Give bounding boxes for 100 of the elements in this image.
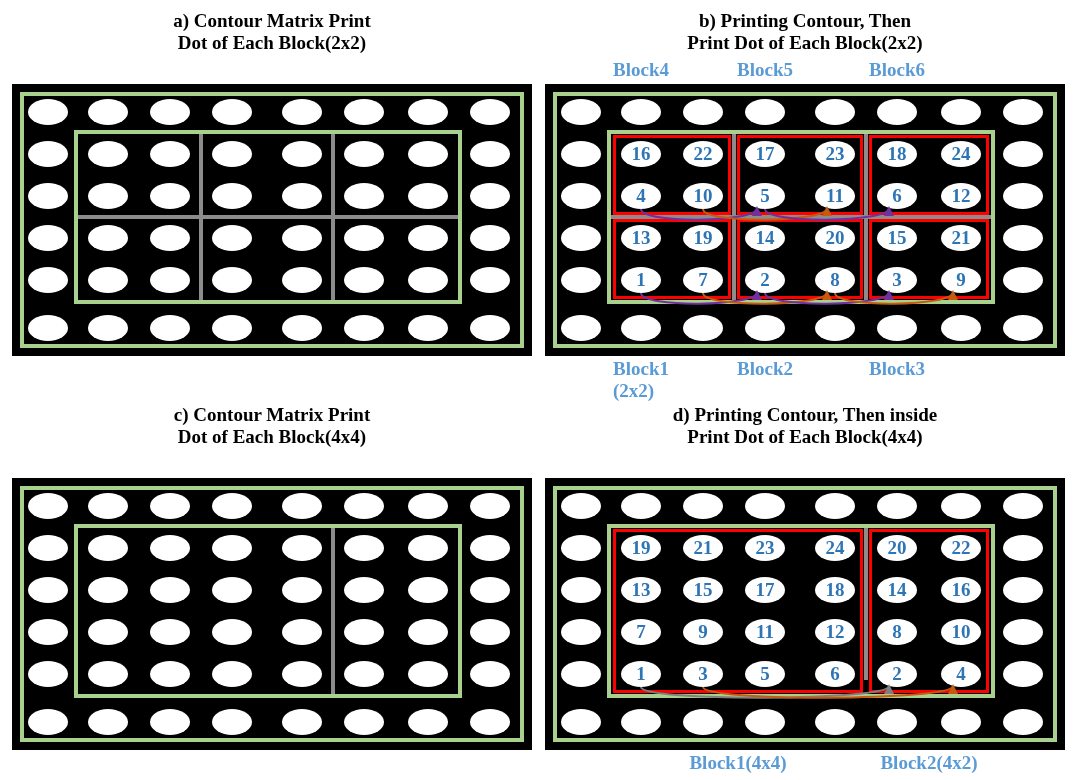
dot-number: 23 — [825, 144, 845, 164]
dot-circle — [28, 535, 68, 561]
dot-number: 13 — [631, 228, 651, 248]
dot-circle — [88, 577, 128, 603]
contour-frame — [74, 524, 462, 698]
dot-circle — [815, 493, 855, 519]
dot-circle — [815, 99, 855, 125]
dot-circle — [212, 709, 252, 735]
numbered-dot — [683, 225, 723, 251]
numbered-dot — [745, 141, 785, 167]
dot-number: 4 — [636, 186, 646, 206]
block-outline — [869, 135, 989, 215]
dot-circle — [408, 141, 448, 167]
dot-number: 20 — [825, 228, 845, 248]
dot-circle — [683, 315, 723, 341]
dot-circle — [621, 315, 661, 341]
dot-circle — [88, 315, 128, 341]
dot-circle — [150, 577, 190, 603]
numbered-dot — [815, 577, 855, 603]
dot-circle — [282, 535, 322, 561]
block-label: Block6 — [869, 59, 926, 81]
numbered-dot — [941, 225, 981, 251]
dot-circle — [28, 99, 68, 125]
contour-frame — [74, 130, 462, 304]
dot-circle — [344, 315, 384, 341]
dot-circle — [1003, 141, 1043, 167]
dot-circle — [344, 619, 384, 645]
dot-circle — [212, 183, 252, 209]
dot-circle — [88, 99, 128, 125]
numbered-dot — [941, 267, 981, 293]
dot-number: 11 — [756, 622, 774, 642]
dot-circle — [621, 709, 661, 735]
dot-circle — [621, 493, 661, 519]
dot-circle — [88, 619, 128, 645]
dot-circle — [683, 493, 723, 519]
dot-number: 21 — [693, 538, 713, 558]
dot-circle — [88, 709, 128, 735]
dot-circle — [150, 267, 190, 293]
dot-circle — [28, 183, 68, 209]
dot-circle — [28, 141, 68, 167]
block-label: Block3 — [869, 358, 926, 380]
dot-circle — [344, 709, 384, 735]
numbered-dot — [745, 619, 785, 645]
numbered-dot — [815, 619, 855, 645]
dot-number: 14 — [887, 580, 907, 600]
dot-number: 9 — [698, 622, 708, 642]
dot-number: 17 — [755, 144, 775, 164]
dot-circle — [561, 183, 601, 209]
dot-circle — [88, 535, 128, 561]
dot-circle — [1003, 99, 1043, 125]
dot-circle — [561, 267, 601, 293]
dot-circle — [877, 709, 917, 735]
numbered-dot — [683, 661, 723, 687]
dot-number: 7 — [636, 622, 646, 642]
dot-circle — [1003, 183, 1043, 209]
dot-circle — [282, 577, 322, 603]
dot-circle — [561, 493, 601, 519]
panel-title: a) Contour Matrix Print Dot of Each Block(2x2) — [172, 10, 372, 54]
dot-circle — [28, 493, 68, 519]
curved-arrow — [764, 206, 891, 221]
dot-circle — [561, 315, 601, 341]
curved-arrow — [640, 684, 891, 699]
dot-number: 9 — [956, 270, 966, 290]
dot-circle — [282, 267, 322, 293]
dot-circle — [1003, 267, 1043, 293]
dot-circle — [408, 577, 448, 603]
dot-circle — [877, 315, 917, 341]
dot-circle — [470, 619, 510, 645]
dot-circle — [150, 535, 190, 561]
dot-circle — [28, 661, 68, 687]
dot-circle — [683, 99, 723, 125]
numbered-dot — [815, 225, 855, 251]
dot-number: 17 — [755, 580, 775, 600]
numbered-dot — [941, 619, 981, 645]
dot-circle — [470, 493, 510, 519]
numbered-dot — [745, 267, 785, 293]
dot-circle — [212, 225, 252, 251]
numbered-dot — [621, 183, 661, 209]
dot-circle — [745, 709, 785, 735]
numbered-dot — [621, 267, 661, 293]
dot-circle — [941, 709, 981, 735]
dot-number: 19 — [693, 228, 713, 248]
dot-circle — [344, 99, 384, 125]
dot-circle — [815, 709, 855, 735]
dot-circle — [212, 141, 252, 167]
dot-circle — [344, 183, 384, 209]
dot-number: 5 — [760, 186, 770, 206]
dot-circle — [212, 535, 252, 561]
dot-circle — [150, 709, 190, 735]
dot-circle — [28, 577, 68, 603]
dot-circle — [150, 493, 190, 519]
dot-circle — [282, 183, 322, 209]
dot-circle — [408, 267, 448, 293]
block-label: Block2 — [737, 358, 794, 380]
dot-circle — [282, 141, 322, 167]
numbered-dot — [877, 141, 917, 167]
dot-circle — [1003, 493, 1043, 519]
dot-circle — [28, 619, 68, 645]
curved-arrow — [764, 290, 891, 305]
dot-circle — [408, 661, 448, 687]
